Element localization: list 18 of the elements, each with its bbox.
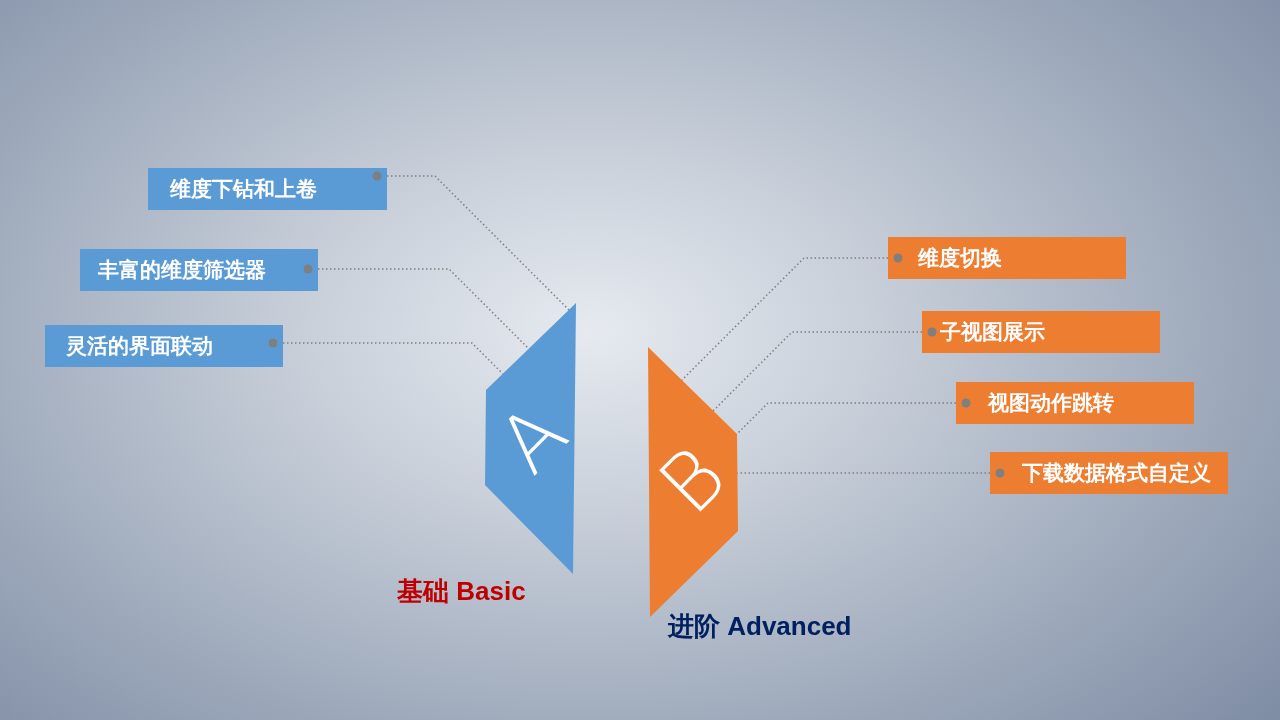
leader-line: [372, 171, 570, 311]
feature-box: 视图动作跳转: [956, 382, 1194, 424]
leader-line: [303, 264, 530, 350]
leader-line: [736, 398, 971, 435]
feature-box: 子视图展示: [922, 311, 1160, 353]
feature-box: 丰富的维度筛选器: [80, 249, 318, 291]
leader-line: [736, 468, 1005, 478]
leader-line: [268, 338, 504, 375]
feature-box: 下载数据格式自定义: [990, 452, 1228, 494]
leader-line: [681, 253, 903, 381]
feature-box: 灵活的界面联动: [45, 325, 283, 367]
feature-box: 维度下钻和上卷: [148, 168, 387, 210]
letter-label: A: [485, 391, 581, 487]
letter-label: B: [646, 434, 740, 528]
leader-line: [712, 327, 937, 412]
node-label: 进阶 Advanced: [668, 611, 852, 641]
node-label: 基础 Basic: [397, 576, 526, 606]
feature-box: 维度切换: [888, 237, 1126, 279]
